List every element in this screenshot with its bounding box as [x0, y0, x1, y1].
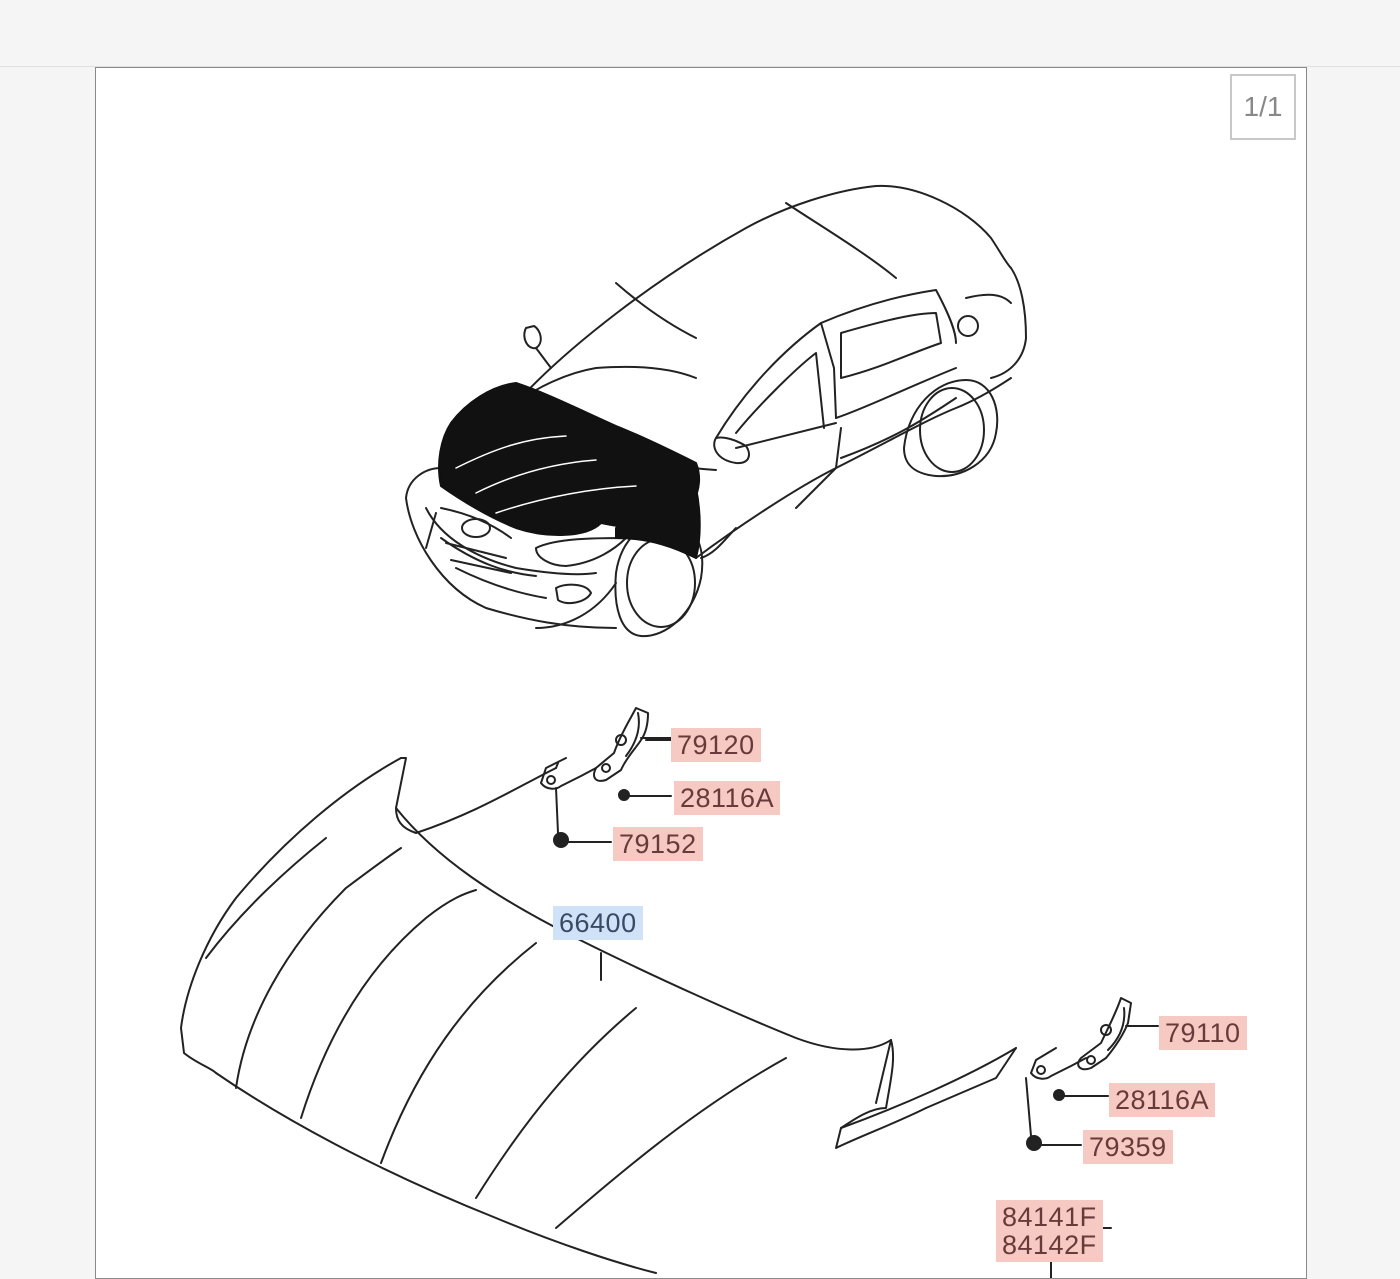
callout-79110[interactable]: 79110 — [1159, 1016, 1247, 1050]
callout-28116a-bottom[interactable]: 28116A — [1109, 1083, 1216, 1117]
callout-79152[interactable]: 79152 — [613, 827, 703, 861]
callout-79359[interactable]: 79359 — [1083, 1130, 1173, 1164]
parts-diagram — [180, 184, 1159, 1278]
callout-66400[interactable]: 66400 — [553, 906, 643, 940]
callout-84142f[interactable]: 84142F — [996, 1228, 1103, 1262]
callout-28116a-top[interactable]: 28116A — [674, 781, 781, 815]
page-indicator: 1/1 — [1230, 74, 1296, 140]
diagram-viewer: 1/1 79120 28116A 79152 66400 79110 28116… — [95, 67, 1307, 1279]
callout-79120[interactable]: 79120 — [671, 728, 761, 762]
hood-panel — [180, 757, 1017, 1274]
hinge-79110 — [1030, 997, 1159, 1080]
top-toolbar — [0, 0, 1400, 67]
hinge-79120 — [540, 707, 672, 790]
